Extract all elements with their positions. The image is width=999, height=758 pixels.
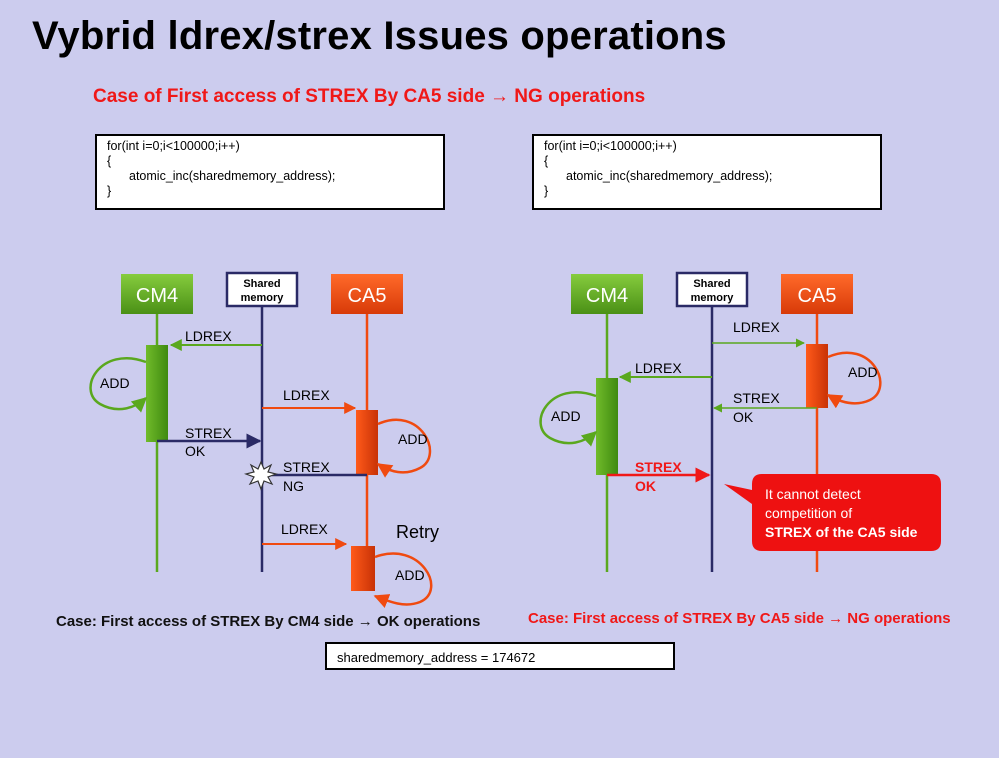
ldrex-label: LDREX — [185, 328, 232, 344]
ng-label: NG — [283, 478, 304, 494]
cm4-activation — [596, 378, 618, 475]
add-loop — [89, 356, 148, 413]
ca5-activation — [806, 344, 828, 408]
shared-memory-header — [675, 271, 749, 308]
add-label: ADD — [398, 431, 428, 447]
ldrex-label: LDREX — [635, 360, 682, 376]
code-line: for(int i=0;i<100000;i++) — [544, 139, 677, 153]
add-label: ADD — [551, 408, 581, 424]
add-loop — [826, 351, 882, 409]
add-label: ADD — [100, 375, 130, 391]
cm4-label: CM4 — [136, 285, 178, 307]
strex-label: STREX — [635, 459, 682, 475]
ca5-activation — [356, 410, 378, 475]
code-line: atomic_inc(sharedmemory_address); — [566, 169, 773, 183]
code-line: atomic_inc(sharedmemory_address); — [129, 169, 336, 183]
shared-memory-label: Shared — [693, 278, 730, 290]
callout-text: competition of — [765, 505, 852, 521]
strex-label: STREX — [283, 459, 330, 475]
add-loop — [539, 390, 598, 447]
cm4-label: CM4 — [586, 285, 628, 307]
add-loop — [373, 552, 433, 608]
code-line: { — [107, 154, 112, 168]
strex-label: STREX — [185, 425, 232, 441]
ca5-activation — [351, 546, 375, 591]
cm4-activation — [146, 345, 168, 442]
ldrex-label: LDREX — [281, 521, 328, 537]
add-label: ADD — [395, 567, 425, 583]
shared-memory-label: Shared — [243, 278, 280, 290]
ldrex-label: LDREX — [733, 319, 780, 335]
ca5-header — [781, 274, 853, 314]
ok-label: OK — [185, 443, 206, 459]
ca5-header — [331, 274, 403, 314]
ok-label: OK — [733, 409, 754, 425]
code-line: { — [544, 154, 549, 168]
callout-text: STREX of the CA5 side — [765, 524, 918, 540]
right-diagram: CM4 Shared memory CA5 LDREX ADD LDREX ST… — [539, 271, 941, 572]
collision-burst-icon — [243, 460, 279, 491]
code-box-left: for(int i=0;i<100000;i++) { atomic_inc(s… — [95, 134, 445, 210]
shared-memory-label: memory — [691, 292, 735, 304]
ok-label: OK — [635, 478, 656, 494]
strex-label: STREX — [733, 390, 780, 406]
caption-left: Case: First access of STREX By CM4 side … — [56, 613, 481, 630]
caption-right: Case: First access of STREX By CA5 side … — [528, 610, 951, 627]
cm4-header — [121, 274, 193, 314]
cm4-header — [571, 274, 643, 314]
slide-title: Vybrid ldrex/strex Issues operations — [32, 14, 727, 58]
code-box-right: for(int i=0;i<100000;i++) { atomic_inc(s… — [532, 134, 882, 210]
ca5-label: CA5 — [348, 285, 387, 307]
callout-text: It cannot detect — [765, 486, 861, 502]
code-line: for(int i=0;i<100000;i++) — [107, 139, 240, 153]
code-line: } — [107, 184, 112, 198]
ca5-label: CA5 — [798, 285, 837, 307]
retry-label: Retry — [396, 522, 439, 542]
subtitle: Case of First access of STREX By CA5 sid… — [93, 86, 646, 107]
shared-memory-header — [225, 271, 299, 308]
left-diagram: CM4 Shared memory CA5 LDREX ADD LDREX AD… — [89, 271, 439, 608]
code-line: } — [544, 184, 549, 198]
ldrex-label: LDREX — [283, 387, 330, 403]
add-label: ADD — [848, 364, 878, 380]
shared-memory-label: memory — [241, 292, 285, 304]
add-loop — [376, 418, 432, 478]
warning-callout — [724, 474, 941, 551]
result-box: sharedmemory_address = 174672 — [325, 642, 675, 670]
